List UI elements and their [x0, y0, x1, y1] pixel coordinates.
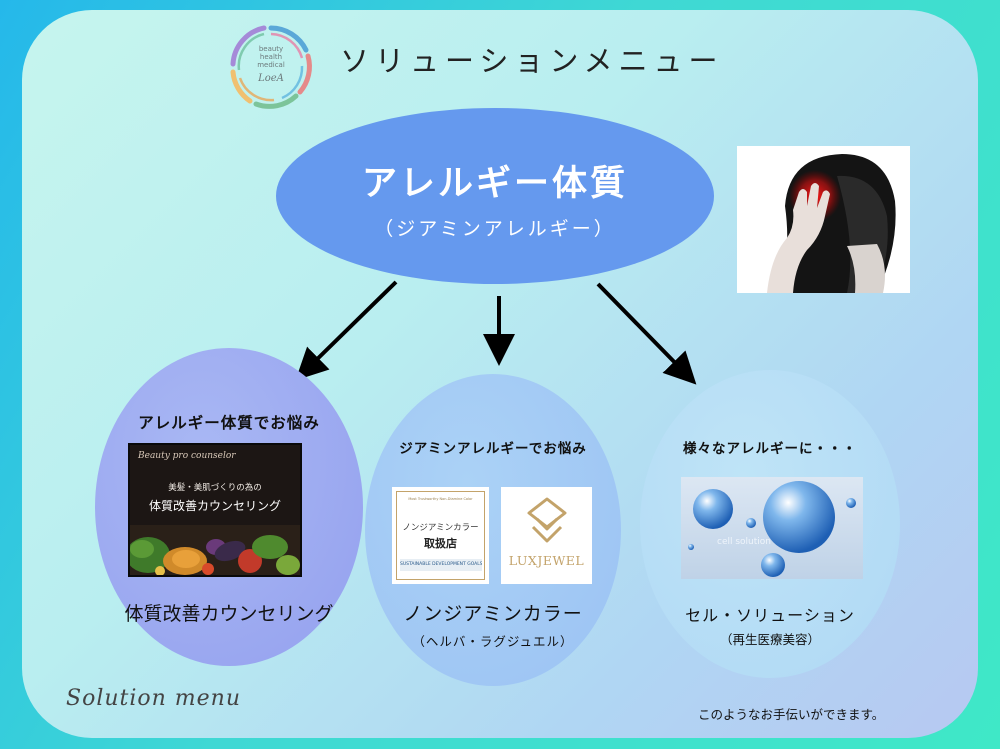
option-label: ノンジアミンカラー	[403, 603, 583, 625]
main-topic-title: アレルギー体質	[361, 164, 628, 204]
logo-text-line: medical	[257, 61, 285, 69]
option-label: セル・ソリューション	[685, 606, 855, 625]
counseling-line2: 体質改善カウンセリング	[148, 499, 281, 513]
counseling-line1: 美髪・美肌づくりの為の	[168, 483, 262, 493]
non-diamine-badge: Most Trustworthy Non-Diamine Color ノンジアミ…	[392, 487, 489, 584]
main-topic-ellipse	[276, 108, 714, 284]
cell-solution-image: cell solution	[681, 477, 863, 579]
badge-frame	[396, 491, 485, 580]
cell-bubbles-icon	[688, 481, 856, 577]
brand-name: LUXJEWEL	[508, 553, 585, 568]
counseling-image: Beauty pro counselor 美髪・美肌づくりの為の 体質改善カウン…	[128, 443, 302, 577]
itchy-scalp-photo	[737, 146, 910, 293]
footer-script-title: Solution menu	[66, 686, 242, 711]
vegetables-icon	[130, 525, 300, 575]
person-scratching-head-icon	[767, 154, 896, 293]
logo-wreath-icon	[230, 25, 312, 109]
arrow-left	[295, 280, 398, 381]
arrow-right	[596, 282, 697, 385]
page-title: ソリューションメニュー	[340, 44, 724, 78]
footer-note: このようなお手伝いができます。	[698, 707, 885, 722]
badge-top-text: Most Trustworthy Non-Diamine Color	[408, 497, 473, 501]
option-sublabel: （ヘルバ・ラグジュエル）	[412, 634, 574, 649]
branch-arrows	[295, 280, 697, 385]
badge-goals-text: SUSTAINABLE DEVELOPMENT GOALS	[400, 559, 482, 571]
badge-line1: ノンジアミンカラー	[402, 523, 479, 533]
logo-text-line: beauty	[258, 45, 284, 53]
option-heading: アレルギー体質でお悩み	[138, 414, 320, 432]
logo-mark: LoeA	[258, 73, 284, 84]
badge-line2: 取扱店	[424, 537, 457, 550]
option-label: 体質改善カウンセリング	[124, 603, 334, 625]
logo-text: beauty health medical	[240, 45, 302, 69]
option-sublabel: （再生医療美容）	[719, 632, 820, 647]
option-heading: ジアミンアレルギーでお悩み	[399, 441, 587, 457]
option-heading: 様々なアレルギーに・・・	[683, 441, 857, 457]
main-topic-subtitle: （ジアミンアレルギー）	[374, 218, 616, 240]
cell-image-text: cell solution	[717, 537, 771, 547]
logo-text-line: health	[259, 53, 283, 61]
counseling-script-text: Beauty pro counselor	[138, 451, 236, 461]
luxjewel-emblem-icon	[527, 497, 567, 543]
luxjewel-logo: LUXJEWEL	[501, 487, 592, 584]
